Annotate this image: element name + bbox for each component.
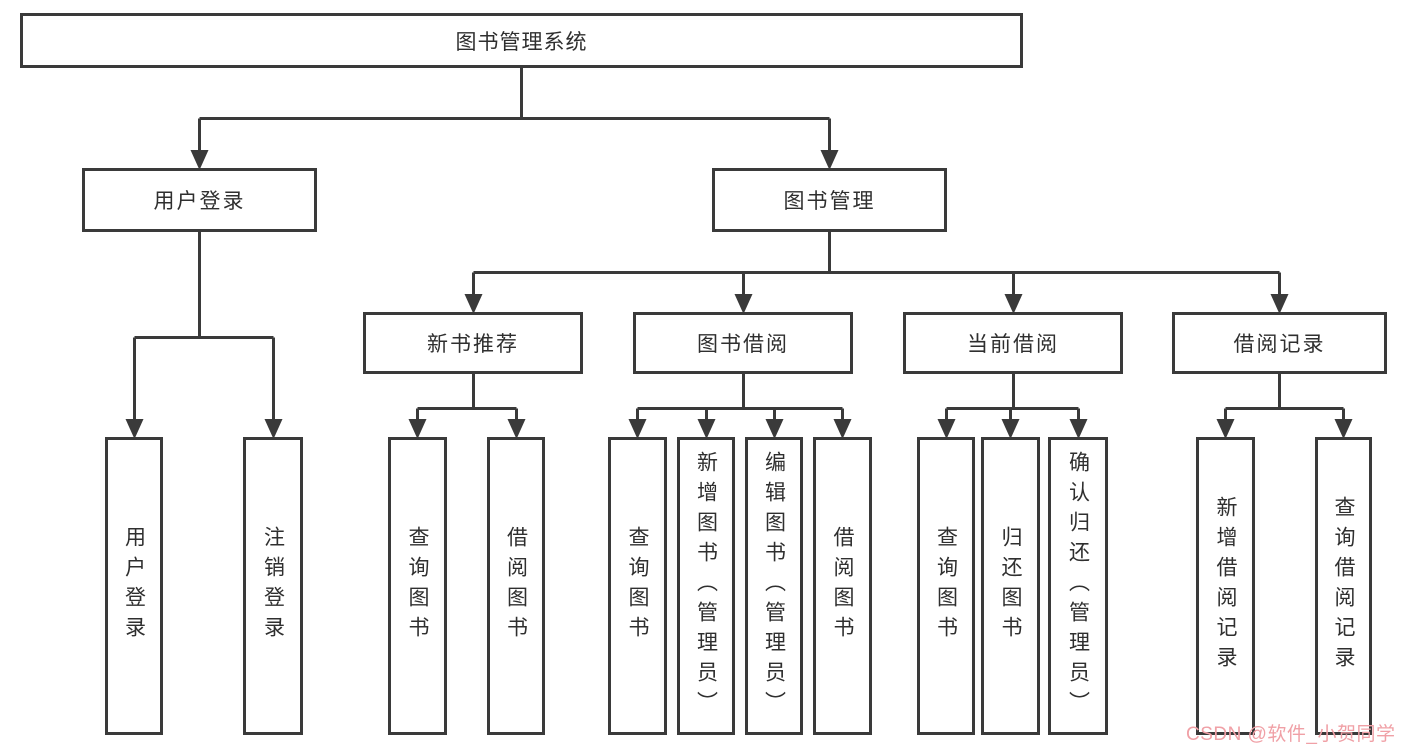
leaf-borrow-edit-books-admin: 编辑图书（管理员）	[745, 437, 803, 735]
leaf-current-confirm-return-admin-label: 确认归还（管理员）	[1066, 451, 1090, 721]
leaf-borrow-query-books-label: 查询图书	[626, 526, 649, 646]
arrow-down-icon	[190, 150, 209, 170]
node-current-borrowing: 当前借阅	[903, 312, 1123, 374]
arrow-down-icon	[820, 150, 839, 170]
arrow-down-icon	[1216, 419, 1235, 439]
connector-root-to-level2	[190, 64, 839, 170]
arrow-down-icon	[264, 419, 283, 439]
leaf-logout: 注销登录	[243, 437, 303, 735]
arrow-down-icon	[125, 419, 144, 439]
leaf-newbook-borrow-books: 借阅图书	[487, 437, 545, 735]
connector-records-to-leaves	[1216, 374, 1353, 439]
leaf-records-query-record: 查询借阅记录	[1315, 437, 1372, 735]
leaf-borrow-edit-books-admin-label: 编辑图书（管理员）	[762, 451, 786, 721]
leaf-borrow-borrow-books: 借阅图书	[813, 437, 872, 735]
leaf-borrow-add-books-admin-label: 新增图书（管理员）	[694, 451, 718, 721]
node-borrowing-records: 借阅记录	[1172, 312, 1387, 374]
leaf-current-return-books-label: 归还图书	[999, 526, 1022, 646]
connector-current-to-leaves	[937, 374, 1088, 439]
node-new-book-recommend-label: 新书推荐	[427, 333, 519, 356]
arrow-down-icon	[937, 419, 956, 439]
node-user-login: 用户登录	[82, 168, 317, 232]
node-book-borrowing-label: 图书借阅	[697, 333, 789, 356]
leaf-current-query-books-label: 查询图书	[934, 526, 958, 646]
leaf-records-add-record-label: 新增借阅记录	[1214, 496, 1237, 676]
arrow-down-icon	[628, 419, 647, 439]
arrow-down-icon	[833, 419, 852, 439]
watermark: CSDN @软件_小贺同学	[1186, 724, 1396, 745]
arrow-down-icon	[734, 294, 753, 314]
arrow-down-icon	[765, 419, 784, 439]
arrow-down-icon	[1334, 419, 1353, 439]
arrow-down-icon	[1069, 419, 1088, 439]
arrow-down-icon	[408, 419, 427, 439]
connector-borrow-to-leaves	[628, 374, 852, 439]
leaf-newbook-borrow-books-label: 借阅图书	[504, 526, 528, 646]
leaf-logout-label: 注销登录	[261, 526, 285, 646]
node-root-label: 图书管理系统	[455, 30, 588, 54]
node-borrowing-records-label: 借阅记录	[1233, 333, 1326, 356]
arrow-down-icon	[1270, 294, 1289, 314]
node-user-login-label: 用户登录	[153, 190, 246, 213]
leaf-records-add-record: 新增借阅记录	[1196, 437, 1255, 735]
leaf-user-login: 用户登录	[105, 437, 163, 735]
node-current-borrowing-label: 当前借阅	[967, 333, 1059, 356]
node-new-book-recommend: 新书推荐	[363, 312, 583, 374]
leaf-borrow-query-books: 查询图书	[608, 437, 667, 735]
arrow-down-icon	[1001, 419, 1020, 439]
node-book-management: 图书管理	[712, 168, 947, 232]
leaf-current-query-books: 查询图书	[917, 437, 975, 735]
leaf-borrow-borrow-books-label: 借阅图书	[831, 526, 854, 646]
node-book-borrowing: 图书借阅	[633, 312, 853, 374]
node-book-management-label: 图书管理	[783, 190, 876, 213]
leaf-newbook-query-books: 查询图书	[388, 437, 447, 735]
node-root: 图书管理系统	[20, 13, 1023, 68]
leaf-current-confirm-return-admin: 确认归还（管理员）	[1048, 437, 1108, 735]
arrow-down-icon	[464, 294, 483, 314]
leaf-records-query-record-label: 查询借阅记录	[1332, 496, 1355, 676]
leaf-newbook-query-books-label: 查询图书	[406, 526, 429, 646]
connector-newbook-to-leaves	[408, 374, 526, 439]
leaf-current-return-books: 归还图书	[981, 437, 1040, 735]
arrow-down-icon	[1004, 294, 1023, 314]
arrow-down-icon	[507, 419, 526, 439]
arrow-down-icon	[697, 419, 716, 439]
connector-bookmgmt-to-level3	[464, 232, 1289, 314]
leaf-borrow-add-books-admin: 新增图书（管理员）	[677, 437, 735, 735]
connector-userlogin-to-leaves	[125, 232, 283, 439]
leaf-user-login-label: 用户登录	[122, 526, 146, 646]
